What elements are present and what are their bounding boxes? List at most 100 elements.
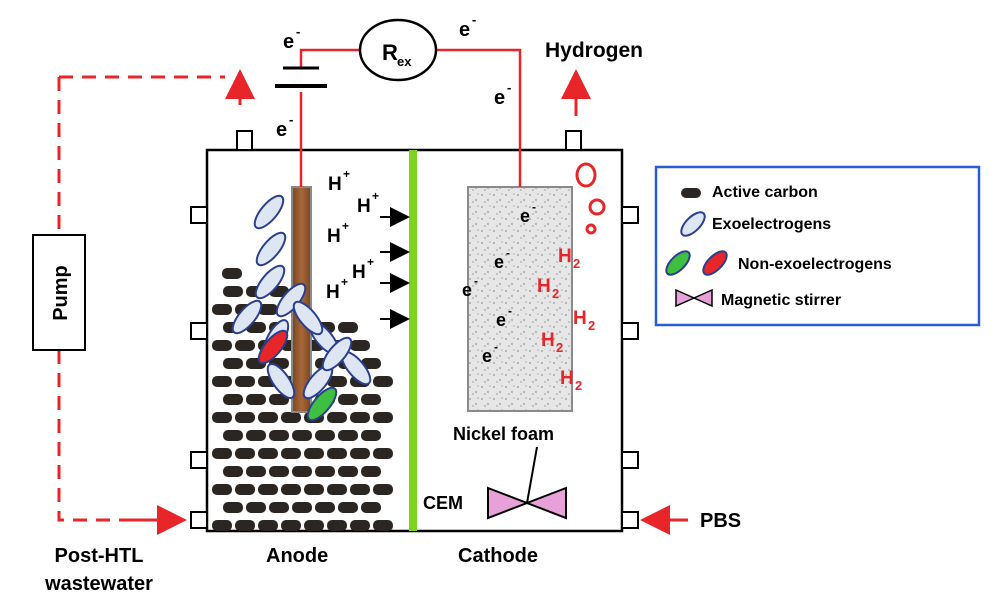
carbon-granule (235, 520, 255, 531)
carbon-granule (327, 376, 347, 387)
carbon-granule (269, 466, 289, 477)
carbon-granule (235, 448, 255, 459)
carbon-granule (304, 520, 324, 531)
carbon-granule (246, 394, 266, 405)
recirculation-loop (57, 69, 255, 535)
carbon-granule (212, 448, 232, 459)
carbon-granule (350, 448, 370, 459)
carbon-granule (338, 430, 358, 441)
carbon-granule (338, 394, 358, 405)
carbon-granule (292, 430, 312, 441)
carbon-granule (292, 502, 312, 513)
carbon-granule (350, 520, 370, 531)
carbon-granule (361, 430, 381, 441)
electron-label: e (494, 87, 505, 109)
svg-text:2: 2 (556, 340, 563, 355)
svg-text:+: + (372, 189, 379, 203)
active-carbon-icon (681, 188, 701, 198)
exoelectrogen-cell (254, 264, 286, 300)
carbon-granule (373, 376, 393, 387)
svg-text:+: + (343, 167, 350, 181)
exoelectrogen-cell (253, 194, 285, 230)
legend-item-non-exoelectrogens: Non-exoelectrogens (738, 256, 892, 273)
magnetic-stirrer (487, 446, 567, 520)
carbon-granule (361, 394, 381, 405)
carbon-granule (269, 394, 289, 405)
carbon-granule (258, 520, 278, 531)
electron-superscript: - (296, 24, 300, 39)
svg-text:2: 2 (575, 378, 582, 393)
pump: Pump (32, 234, 86, 351)
svg-text:H: H (328, 174, 342, 195)
carbon-granule (235, 340, 255, 351)
anode-label: Anode (266, 545, 328, 567)
carbon-granule (222, 268, 242, 279)
nickel-foam-label: Nickel foam (453, 424, 554, 444)
carbon-granule (235, 376, 255, 387)
magnetic-stirrer-icon (675, 288, 713, 308)
carbon-granule (361, 502, 381, 513)
bacteria-group (231, 194, 372, 422)
hydrogen-label: Hydrogen (545, 39, 643, 62)
external-circuit (299, 48, 522, 187)
carbon-granule (373, 448, 393, 459)
pbs-label: PBS (700, 510, 741, 532)
pump-label: Pump (50, 265, 72, 321)
post-htl-label-line1: Post-HTL (55, 545, 144, 567)
svg-text:+: + (341, 275, 348, 289)
carbon-granule (223, 358, 243, 369)
svg-text:H: H (541, 330, 555, 351)
carbon-granule (373, 520, 393, 531)
svg-text:-: - (494, 340, 498, 354)
legend: Active carbon Exoelectrogens Non-exoelec… (654, 165, 981, 327)
exoelectrogen-cell (292, 300, 324, 336)
legend-item-exoelectrogens: Exoelectrogens (712, 216, 831, 233)
electron-superscript: - (472, 12, 476, 27)
carbon-granule (281, 484, 301, 495)
carbon-granule (350, 340, 370, 351)
rex-subscript: ex (397, 54, 412, 69)
svg-text:-: - (506, 246, 510, 260)
legend-item-magnetic-stirrer: Magnetic stirrer (721, 292, 841, 309)
power-supply (275, 66, 327, 88)
exoelectrogen-cell (255, 231, 287, 267)
svg-text:H: H (357, 196, 371, 217)
proton-flow: H + H + H + H + H + (326, 167, 410, 329)
external-resistor: R ex (358, 18, 438, 82)
cathode-electron-labels: e - e - e - e - e - (462, 200, 536, 366)
carbon-granule (258, 304, 278, 315)
svg-text:H: H (326, 282, 340, 303)
carbon-granule (212, 340, 232, 351)
carbon-granule (304, 484, 324, 495)
carbon-granule (223, 394, 243, 405)
hydrogen-bubbles (575, 162, 606, 235)
non-exoelectrogen-cell (257, 329, 289, 365)
carbon-granule (361, 358, 381, 369)
carbon-granule (235, 412, 255, 423)
svg-text:+: + (342, 219, 349, 233)
carbon-granule (246, 430, 266, 441)
carbon-granule (350, 484, 370, 495)
electron-superscript: - (289, 112, 293, 127)
svg-text:e: e (482, 346, 492, 366)
carbon-granule (223, 430, 243, 441)
carbon-granule (361, 466, 381, 477)
svg-text:H: H (560, 368, 574, 389)
carbon-granule (350, 412, 370, 423)
svg-text:e: e (494, 252, 504, 272)
carbon-granule (223, 286, 243, 297)
carbon-granule (327, 412, 347, 423)
carbon-granule (292, 466, 312, 477)
carbon-granule (246, 502, 266, 513)
exoelectrogen-icon (680, 211, 706, 237)
carbon-granule (327, 448, 347, 459)
svg-text:H: H (573, 308, 587, 329)
carbon-granule (315, 502, 335, 513)
svg-text:-: - (474, 274, 478, 288)
carbon-granule (258, 484, 278, 495)
carbon-granule (327, 520, 347, 531)
svg-text:2: 2 (552, 286, 559, 301)
non-exoelectrogen-cell (306, 386, 338, 422)
